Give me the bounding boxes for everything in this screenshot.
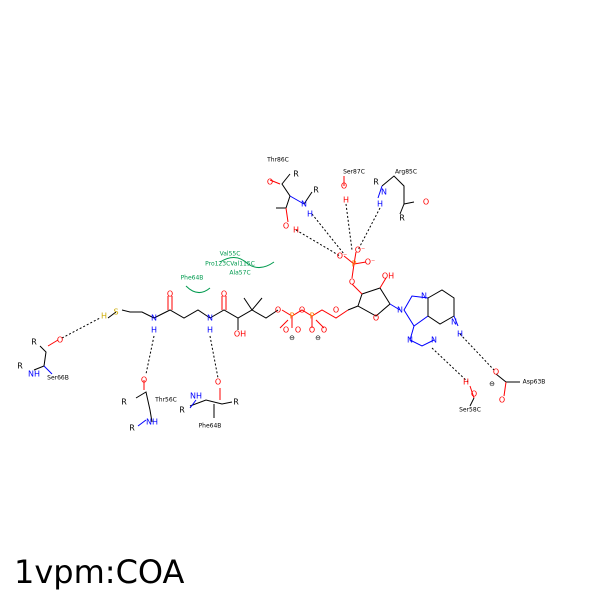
- ring-oxygen: O: [373, 314, 379, 323]
- atom-labels: S H N H O N H O OH O P O P O O O O ⊖ ⊖ O…: [17, 170, 505, 433]
- thr86c-og-h: H: [293, 226, 299, 235]
- ser58c-oxygen: O: [471, 390, 477, 399]
- residue-arg85c: Arg85C: [395, 169, 417, 176]
- thr86c-r: R: [293, 170, 299, 179]
- asp63b-charge: ⊖: [489, 380, 495, 388]
- ser66b-nh: NH: [28, 370, 40, 379]
- phosphate-oxygen-3: O: [309, 326, 315, 335]
- residue-bonds: [33, 173, 520, 427]
- arg85c-r2: R: [399, 214, 405, 223]
- residue-labels: Thr86C Ser87C Arg85C Ser66B Thr56C Phe64…: [47, 157, 545, 430]
- phosphate-oxygen-2: O: [295, 326, 301, 335]
- residue-val55c: Val55C: [220, 251, 241, 258]
- ribose-phosphate-oxygen: O: [349, 278, 355, 287]
- amide-hydrogen-1: H: [151, 326, 157, 335]
- charge-2: ⊖: [315, 334, 321, 342]
- phosphate3-oxygen-2: O⁻: [365, 258, 376, 267]
- arg85c-nitrogen: N: [381, 188, 387, 197]
- phosphorus-2: P: [310, 312, 315, 321]
- residue-phe64b-hydrophobic: Phe64B: [181, 275, 204, 282]
- ribose-hydroxyl: OH: [382, 272, 394, 281]
- adenine-n9: N: [397, 306, 403, 315]
- phosphate3-oxygen-3: O⁻: [355, 246, 366, 255]
- hydroxyl-group: OH: [234, 330, 246, 339]
- phosphorus-3: P: [352, 260, 357, 269]
- page-title: 1vpm:COA: [14, 553, 185, 591]
- phosphate-oxygen-1: O: [283, 326, 289, 335]
- thr86c-oxygen: O: [267, 178, 273, 187]
- residue-ser58c: Ser58C: [459, 407, 481, 414]
- residue-thr86c: Thr86C: [266, 157, 289, 164]
- phosphate-oxygen-4: O: [321, 326, 327, 335]
- residue-ala57c: Ala57C: [229, 270, 250, 277]
- sulfur-atom: S: [113, 308, 118, 317]
- arg85c-r: R: [373, 178, 379, 187]
- bridge-oxygen: O: [299, 306, 305, 315]
- carbonyl-oxygen-1: O: [167, 290, 173, 299]
- residue-phe64b-bottom: Phe64B: [199, 423, 222, 430]
- phe64b-r2: R: [233, 398, 239, 407]
- adenine-n1: N: [431, 336, 437, 345]
- phosphorus-1: P: [290, 312, 295, 321]
- amide-hydrogen-2: H: [207, 326, 213, 335]
- adenine-n7: N: [421, 292, 427, 301]
- charge-1: ⊖: [289, 334, 295, 342]
- thr56c-nh: NH: [146, 418, 158, 427]
- thr56c-r2: R: [129, 424, 135, 433]
- amino-hydrogen: H: [457, 330, 463, 339]
- asp63b-oxygen-2: O: [499, 396, 505, 405]
- residue-ser87c: Ser87C: [343, 169, 365, 176]
- ser58c-hydrogen: H: [463, 378, 469, 387]
- phe64b-oxygen: O: [215, 378, 221, 387]
- ester-oxygen-2: O: [333, 306, 339, 315]
- ser87c-hydrogen: H: [343, 196, 349, 205]
- ser66b-r: R: [31, 338, 37, 347]
- residue-ser66b: Ser66B: [47, 375, 69, 382]
- ser87c-oxygen: O: [341, 182, 347, 191]
- amide-nitrogen-1: N: [151, 314, 157, 323]
- residue-thr56c: Thr56C: [154, 397, 177, 404]
- carbonyl-oxygen-2: O: [221, 290, 227, 299]
- residue-pro123c-val115c: Pro123CVal115C: [205, 261, 255, 268]
- thr86c-hydrogen: H: [307, 210, 313, 219]
- residue-asp63b: Asp63B: [523, 379, 546, 386]
- ester-oxygen-1: O: [275, 306, 281, 315]
- amino-nitrogen: N: [451, 318, 457, 327]
- ligand-bonds: [107, 251, 459, 347]
- thiol-hydrogen: H: [101, 312, 107, 321]
- arg85c-oxygen: O: [423, 198, 429, 207]
- arg85c-hydrogen: H: [377, 200, 383, 209]
- thr86c-og: O: [283, 222, 289, 231]
- phosphate3-oxygen-1: O⁻: [337, 252, 348, 261]
- ser66b-r2: R: [17, 362, 23, 371]
- hydrophobic-contacts: [185, 257, 275, 293]
- thr56c-r: R: [121, 398, 127, 407]
- amide-nitrogen-2: N: [207, 314, 213, 323]
- ser66b-oxygen: O: [57, 336, 63, 345]
- hydrogen-bonds: [61, 203, 495, 383]
- adenine-n3: N: [407, 336, 413, 345]
- asp63b-oxygen-1: O: [493, 368, 499, 377]
- phe64b-nh: NH: [190, 392, 202, 401]
- thr56c-oxygen: O: [141, 376, 147, 385]
- phe64b-r: R: [179, 406, 185, 415]
- thr86c-r2: R: [313, 186, 319, 195]
- thr86c-nitrogen: N: [301, 200, 307, 209]
